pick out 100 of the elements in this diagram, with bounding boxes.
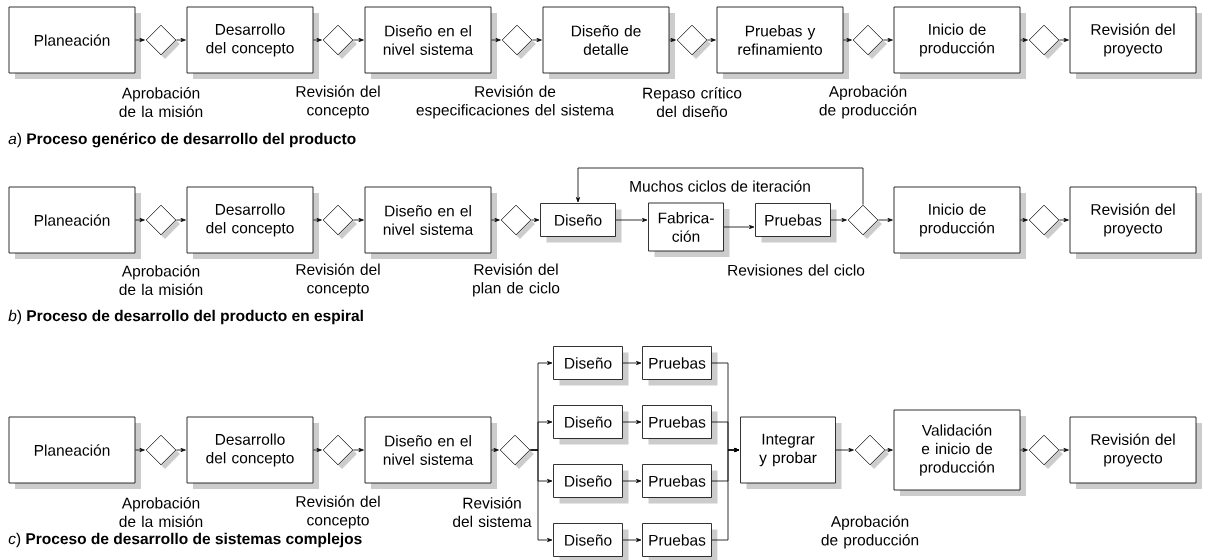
arrow: [835, 448, 854, 452]
diamond-symbol: [322, 434, 357, 469]
arrow: [1059, 218, 1069, 222]
milestone-label: Aprobación de la misión: [119, 87, 203, 118]
diamond-symbol: [500, 204, 535, 239]
process-box: Pruebas: [642, 464, 718, 504]
milestone-label: Aprobación de la misión: [119, 265, 203, 296]
process-box: Diseño: [553, 346, 629, 386]
arrow: [135, 448, 145, 452]
milestone-label: Aprobación de la misión: [119, 497, 203, 528]
arrow: [313, 38, 322, 42]
arrow: [878, 218, 893, 222]
arrow: [532, 38, 542, 42]
arrow: [353, 448, 364, 452]
arrow: [491, 38, 501, 42]
process-box: Diseño: [553, 523, 629, 560]
caption: a) Proceso genérico de desarrollo del producto: [8, 132, 356, 148]
milestone-label: Revisión del sistema: [453, 497, 532, 528]
milestone-label: Revisión del concepto: [296, 495, 380, 529]
arrow: [830, 218, 847, 222]
arrow: [313, 448, 322, 452]
milestone-label: Aprobación de producción: [819, 85, 917, 119]
arrow: [1059, 38, 1069, 42]
arrow: [176, 218, 186, 222]
caption: b) Proceso de desarrollo del producto en espiral: [8, 309, 363, 325]
arrow: [723, 225, 755, 229]
milestone-label: Revisiones del ciclo: [728, 264, 865, 276]
process-box: Diseño de detalle: [542, 6, 675, 79]
diamond-symbol: [852, 24, 887, 59]
caption: c) Proceso de desarrollo de sistemas complejos: [8, 532, 362, 548]
process-box: Revisión del proyecto: [1069, 416, 1202, 489]
arrow: [576, 167, 864, 205]
arrow: [1020, 448, 1028, 452]
arrow: [843, 38, 852, 42]
process-box: Inicio de producción: [893, 186, 1026, 259]
arrow: [1020, 38, 1028, 42]
milestone-label: Revisión del concepto: [296, 85, 380, 119]
process-box: Diseño en el nivel sistema: [364, 6, 497, 79]
arrow: [707, 38, 716, 42]
arrow: [711, 448, 740, 541]
arrow: [491, 448, 499, 452]
arrow: [353, 218, 364, 222]
process-box: Planeación: [8, 416, 141, 489]
process-box: Revisión del proyecto: [1069, 6, 1202, 79]
arrow: [1020, 218, 1028, 222]
arrow: [135, 38, 145, 42]
arrow: [491, 218, 500, 222]
arrow: [883, 38, 893, 42]
diamond-symbol: [847, 204, 882, 239]
edge-label: Muchos ciclos de iteración: [628, 179, 812, 193]
process-box: Integrar y probar: [740, 416, 842, 489]
diamond-symbol: [145, 204, 180, 239]
process-box: Pruebas y refinamiento: [716, 6, 849, 79]
arrow: [622, 538, 642, 542]
arrow: [530, 449, 553, 542]
process-box: Pruebas: [642, 523, 718, 560]
arrow: [313, 218, 322, 222]
process-box: Diseño: [553, 405, 629, 445]
diamond-symbol: [322, 204, 357, 239]
process-box: Validación e inicio de producción: [893, 409, 1026, 496]
arrow: [531, 218, 540, 222]
diamond-symbol: [145, 434, 180, 469]
process-box: Pruebas: [642, 346, 718, 386]
arrow: [1059, 448, 1069, 452]
arrow: [622, 420, 642, 424]
process-box: Revisión del proyecto: [1069, 186, 1202, 259]
arrow: [176, 448, 186, 452]
process-box: Planeación: [8, 186, 141, 259]
milestone-label: Revisión del plan de ciclo: [473, 263, 560, 297]
process-box: Diseño: [553, 464, 629, 504]
diamond-symbol: [322, 24, 357, 59]
diamond-symbol: [1028, 204, 1063, 239]
milestone-label: Aprobación de producción: [821, 515, 919, 549]
arrow: [885, 448, 893, 452]
process-box: Diseño: [540, 203, 622, 243]
arrow: [669, 38, 676, 42]
process-box: Inicio de producción: [893, 6, 1026, 79]
milestone-label: Revisión del concepto: [296, 263, 380, 297]
milestone-label: Revisión de especificaciones del sistema: [416, 85, 615, 119]
process-box: Pruebas: [755, 203, 837, 243]
arrow: [622, 361, 642, 365]
arrow: [615, 218, 648, 222]
diamond-symbol: [1028, 434, 1063, 469]
process-box: Fabrica- ción: [648, 202, 730, 257]
diamond-symbol: [854, 434, 889, 469]
arrow: [353, 38, 364, 42]
milestone-label: Repaso crítico del diseño: [643, 87, 742, 118]
arrow: [135, 218, 145, 222]
arrow: [622, 479, 642, 483]
process-box: Desarrollo del concepto: [186, 186, 319, 259]
diamond-symbol: [676, 24, 711, 59]
diamond-symbol: [145, 24, 180, 59]
arrow: [176, 38, 186, 42]
process-box: Diseño en el nivel sistema: [364, 416, 497, 489]
process-box: Planeación: [8, 6, 141, 79]
process-box: Desarrollo del concepto: [186, 6, 319, 79]
process-box: Desarrollo del concepto: [186, 416, 319, 489]
diamond-symbol: [1028, 24, 1063, 59]
diamond-symbol: [501, 24, 536, 59]
diamond-symbol: [499, 434, 534, 469]
